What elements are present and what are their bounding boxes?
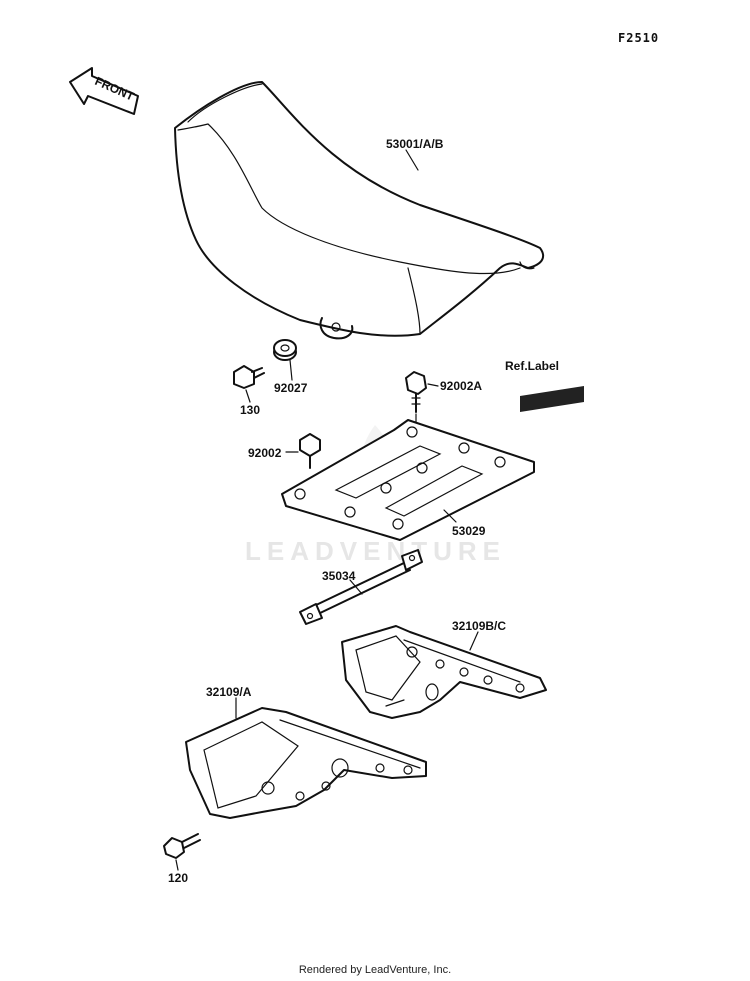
label-bolt-120: 120 <box>168 871 188 885</box>
label-bolt-130: 130 <box>240 403 260 417</box>
ref-label-sticker <box>520 386 584 412</box>
label-bracket-right: 32109B/C <box>452 619 506 633</box>
label-strap: 35034 <box>322 569 356 583</box>
seat-drawing <box>174 81 545 340</box>
bracket-32109a <box>185 707 427 819</box>
label-washer: 92027 <box>274 381 308 395</box>
label-seat: 53001/A/B <box>386 137 444 151</box>
watermark-text: LEADVENTURE <box>245 536 506 566</box>
strap-35034 <box>299 549 423 625</box>
label-ref-label: Ref.Label <box>505 359 559 373</box>
bracket-32109bc <box>341 625 547 719</box>
bolt-120 <box>163 833 201 859</box>
label-bolt-92002a: 92002A <box>440 379 482 393</box>
bolt-130 <box>233 365 265 389</box>
front-arrow-icon: FRONT <box>69 67 139 115</box>
bolt-92002 <box>299 433 321 469</box>
washer-92027 <box>273 339 297 361</box>
diagram-code: F2510 <box>618 31 659 45</box>
label-bracket-left: 32109/A <box>206 685 252 699</box>
bolt-92002a <box>405 371 427 413</box>
footer-credit: Rendered by LeadVenture, Inc. <box>298 964 452 976</box>
label-bolt-92002: 92002 <box>248 446 282 460</box>
mounting-plate-53029 <box>281 419 535 541</box>
label-plate: 53029 <box>452 524 486 538</box>
